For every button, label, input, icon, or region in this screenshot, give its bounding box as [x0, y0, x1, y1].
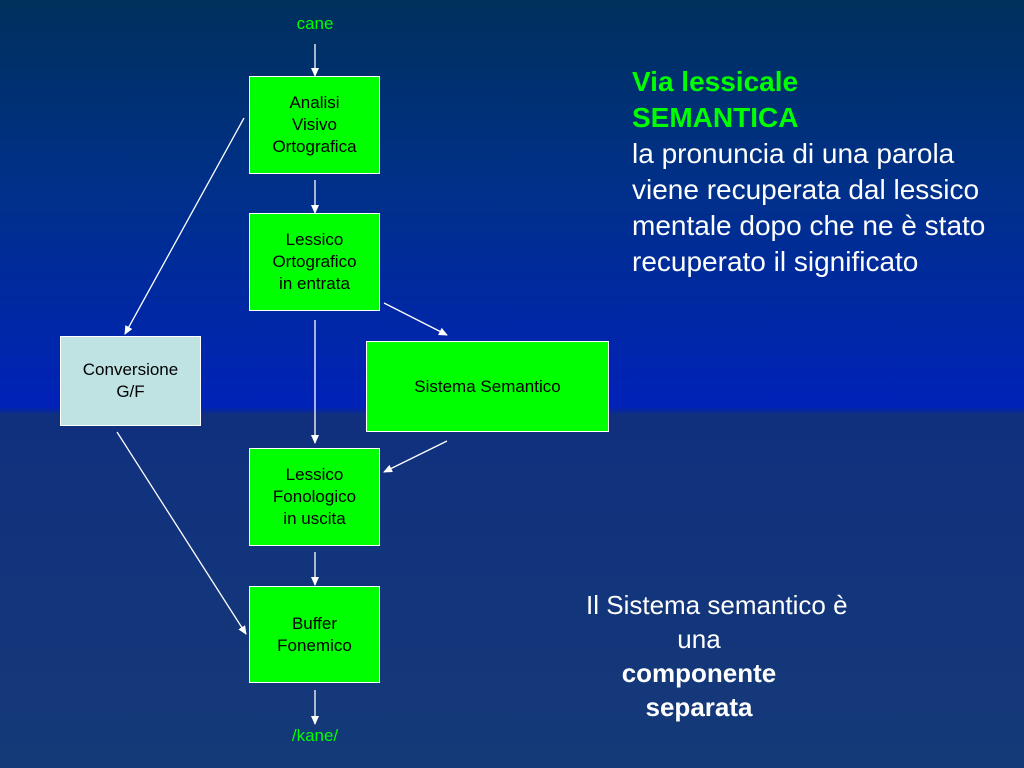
- arrow-analisi-to-conversione: [124, 117, 245, 335]
- output-phoneme-label: /kane/: [291, 726, 339, 745]
- buffer-fonemico-box: Buffer Fonemico: [249, 586, 380, 683]
- arrow-sistema-semantico-to-lessico-fonologico: [383, 440, 448, 473]
- note-line1: Il Sistema semantico è: [586, 590, 848, 620]
- side-panel-title-line1: Via lessicale: [632, 66, 799, 97]
- note-text: Il Sistema semantico è una componente se…: [586, 588, 848, 724]
- lessico-fonologico-box: Lessico Fonologico in uscita: [249, 448, 380, 546]
- analisi-visivo-ortografica-box: Analisi Visivo Ortografica: [249, 76, 380, 174]
- sistema-semantico-box: Sistema Semantico: [366, 341, 609, 432]
- lessico-ortografico-box: Lessico Ortografico in entrata: [249, 213, 380, 311]
- conversione-gf-box: Conversione G/F: [60, 336, 201, 426]
- input-word-label: cane: [296, 14, 334, 33]
- note-line2: una: [677, 624, 721, 654]
- arrow-conversione-to-buffer: [116, 431, 247, 635]
- arrow-lessico-ortografico-to-sistema-semantico: [383, 302, 448, 336]
- side-panel-body: la pronuncia di una parola viene recuper…: [632, 138, 986, 277]
- side-panel-title-line2: SEMANTICA: [632, 102, 799, 133]
- note-bold: componente separata: [621, 658, 777, 722]
- side-panel: Via lessicale SEMANTICA la pronuncia di …: [632, 64, 1012, 280]
